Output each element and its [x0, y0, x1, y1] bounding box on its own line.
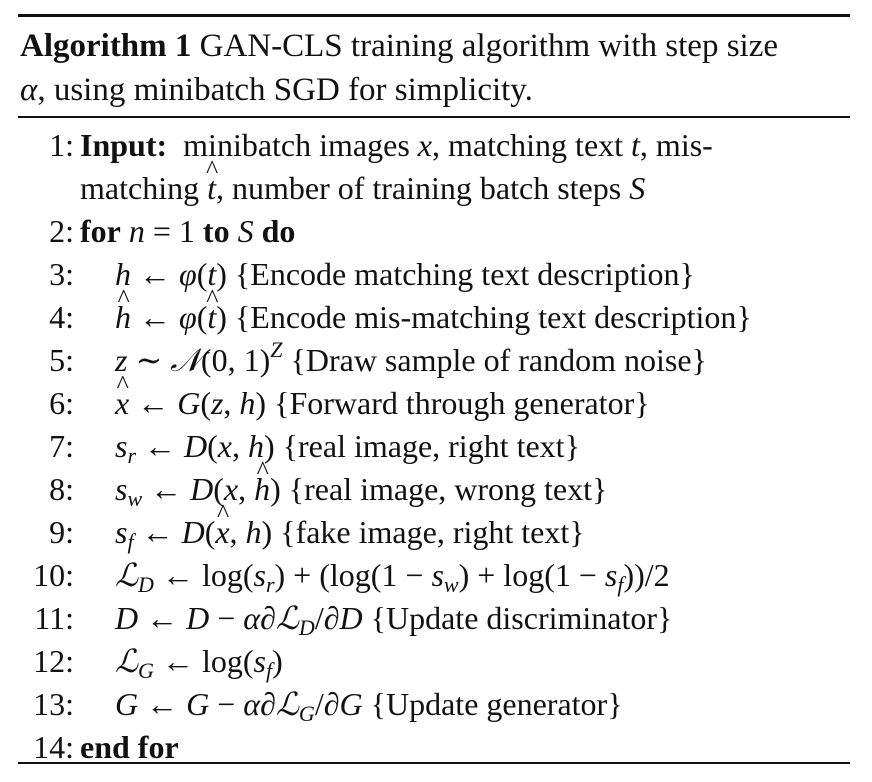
- step-comment: {Draw sample of random noise}: [290, 342, 707, 378]
- algorithm-title: GAN-CLS training algorithm with step siz…: [199, 28, 778, 64]
- step-body: h^ ← φ(t^) {Encode mis-matching text des…: [115, 284, 752, 335]
- step-comment: {real image, right text}: [282, 428, 580, 464]
- step-8: 8: sw ← D(x, h^) {real image, wrong text…: [18, 456, 850, 511]
- do-keyword: do: [261, 213, 296, 249]
- to-keyword: to: [202, 213, 230, 249]
- step-2: 2: for n = 1 to S do: [18, 210, 850, 253]
- step-number: 5:: [49, 342, 74, 378]
- step-body: ℒG ← log(sf): [115, 642, 283, 683]
- step-body: D ← D − α∂ℒD/∂D {Update discriminator}: [115, 599, 673, 640]
- step-body: end for: [80, 726, 179, 769]
- algorithm-caption: Algorithm 1 GAN-CLS training algorithm w…: [20, 24, 848, 112]
- step-comment: {fake image, right text}: [280, 514, 585, 550]
- step-9: 9: sf ← D(x^, h) {fake image, right text…: [18, 499, 850, 554]
- step-body: sr ← D(x, h) {real image, right text}: [115, 428, 580, 468]
- step-comment: {real image, wrong text}: [288, 471, 608, 507]
- step-body: matching t^, number of training batch st…: [80, 155, 646, 206]
- input-keyword: Input:: [80, 127, 168, 163]
- step-13: 13: G ← G − α∂ℒG/∂G {Update generator}: [18, 683, 850, 726]
- step-1: 1: Input: minibatch images x, matching t…: [18, 124, 850, 167]
- step-10: 10: ℒD ← log(sr) + (log(1 − sw) + log(1 …: [18, 554, 850, 597]
- step-12: 12: ℒG ← log(sf): [18, 640, 850, 683]
- step-4: 4: h^ ← φ(t^) {Encode mis-matching text …: [18, 284, 850, 339]
- step-body: for n = 1 to S do: [80, 213, 296, 249]
- step-7: 7: sr ← D(x, h) {real image, right text}: [18, 425, 850, 468]
- step-body: h ← φ(t) {Encode matching text descripti…: [115, 256, 695, 292]
- step-5: 5: z ∼ 𝒩(0, 1)Z {Draw sample of random n…: [18, 339, 850, 382]
- step-body: G ← G − α∂ℒG/∂G {Update generator}: [115, 685, 623, 726]
- caption-rule: [18, 116, 850, 118]
- step-number: 6:: [49, 385, 74, 421]
- step-3: 3: h ← φ(t) {Encode matching text descri…: [18, 253, 850, 296]
- step-body: sf ← D(x^, h) {fake image, right text}: [115, 499, 585, 554]
- step-number: 11:: [34, 600, 74, 636]
- algorithm-box: Algorithm 1 GAN-CLS training algorithm w…: [18, 14, 850, 766]
- step-number: 8:: [49, 471, 74, 507]
- step-number: 7:: [49, 428, 74, 464]
- bottom-rule: [18, 762, 850, 764]
- step-body: ℒD ← log(sr) + (log(1 − sw) + log(1 − sf…: [115, 556, 670, 597]
- step-number: 4:: [49, 299, 74, 335]
- step-comment: {Update generator}: [370, 686, 623, 722]
- end-for-keyword: end for: [80, 729, 179, 765]
- algorithm-title-line2: α, using minibatch SGD for simplicity.: [20, 72, 533, 108]
- step-body: Input: minibatch images x, matching text…: [80, 127, 713, 163]
- for-keyword: for: [80, 213, 121, 249]
- step-1-continuation: matching t^, number of training batch st…: [18, 155, 850, 210]
- step-body: sw ← D(x, h^) {real image, wrong text}: [115, 456, 608, 511]
- step-body: x^ ← G(z, h) {Forward through generator}: [115, 370, 650, 421]
- step-comment: {Encode matching text description}: [234, 256, 695, 292]
- step-number: 9:: [49, 514, 74, 550]
- step-number: 12:: [33, 643, 74, 679]
- top-rule: [18, 14, 850, 17]
- step-14: 14: end for: [18, 726, 850, 769]
- step-number: 3:: [49, 256, 74, 292]
- step-number: 10:: [33, 557, 74, 593]
- step-number: 2:: [49, 213, 74, 249]
- step-comment: {Encode mis-matching text description}: [234, 299, 752, 335]
- step-number: 1:: [49, 127, 74, 163]
- step-6: 6: x^ ← G(z, h) {Forward through generat…: [18, 370, 850, 425]
- step-number: 14:: [33, 729, 74, 765]
- step-comment: {Update discriminator}: [370, 600, 673, 636]
- algorithm-steps: 1: Input: minibatch images x, matching t…: [18, 124, 850, 769]
- step-comment: {Forward through generator}: [274, 385, 650, 421]
- step-body: z ∼ 𝒩(0, 1)Z {Draw sample of random nois…: [115, 337, 707, 380]
- step-11: 11: D ← D − α∂ℒD/∂D {Update discriminato…: [18, 597, 850, 640]
- step-number: 13:: [33, 686, 74, 722]
- algorithm-label: Algorithm 1: [20, 28, 192, 64]
